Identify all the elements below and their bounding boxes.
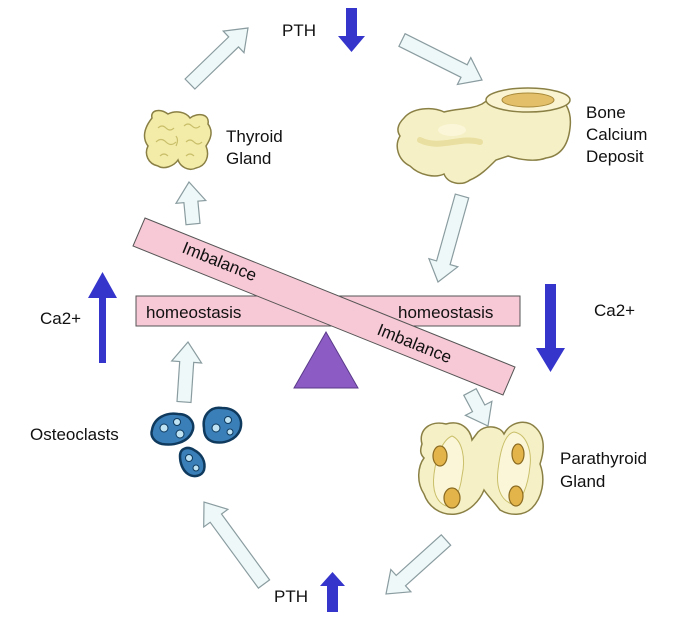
indicator-arrows bbox=[88, 8, 565, 612]
seesaw bbox=[132, 217, 521, 396]
flow-arrows bbox=[170, 27, 493, 595]
osteoclast-cells-illustration bbox=[150, 406, 243, 478]
bone-label-line-2: Calcium bbox=[586, 125, 647, 144]
thyroid-gland-illustration bbox=[143, 109, 212, 171]
pth-top-label: PTH bbox=[282, 21, 316, 40]
flow-arrow-parathyroid-to-pth bbox=[385, 533, 452, 595]
flow-arrow-seesaw-to-thyroid bbox=[174, 181, 208, 226]
parathyroid-gland-illustration bbox=[418, 421, 544, 515]
thyroid-label-line-1: Thyroid bbox=[226, 127, 283, 146]
homeostasis-right-label: homeostasis bbox=[398, 303, 493, 322]
flow-arrow-bone-to-seesaw bbox=[427, 193, 470, 283]
arrow-down-icon bbox=[536, 284, 565, 372]
flow-arrow-pth-to-osteoclasts bbox=[203, 501, 271, 589]
flow-arrow-pth-to-bone bbox=[398, 32, 483, 86]
flow-arrow-thyroid-to-pth bbox=[184, 27, 249, 90]
bone-illustration bbox=[396, 87, 572, 185]
pth-bottom-label: PTH bbox=[274, 587, 308, 606]
parathyroid-label-line-2: Gland bbox=[560, 472, 605, 491]
flow-arrow-osteoclasts-to-seesaw bbox=[170, 341, 203, 404]
arrow-up-icon bbox=[88, 272, 117, 363]
homeostasis-left-label: homeostasis bbox=[146, 303, 241, 322]
osteoclasts-label: Osteoclasts bbox=[30, 425, 119, 444]
arrow-down-icon bbox=[338, 8, 365, 52]
imbalance-bar bbox=[132, 217, 516, 396]
fulcrum-triangle bbox=[293, 330, 359, 389]
bone-label-line-1: Bone bbox=[586, 103, 626, 122]
calcium-left-label: Ca2+ bbox=[40, 309, 81, 328]
parathyroid-label-line-1: Parathyroid bbox=[560, 449, 647, 468]
thyroid-label-line-2: Gland bbox=[226, 149, 271, 168]
flow-arrow-seesaw-to-parathyroid bbox=[462, 387, 493, 427]
bone-label-line-3: Deposit bbox=[586, 147, 644, 166]
calcium-right-label: Ca2+ bbox=[594, 301, 635, 320]
arrow-up-icon bbox=[320, 572, 345, 612]
